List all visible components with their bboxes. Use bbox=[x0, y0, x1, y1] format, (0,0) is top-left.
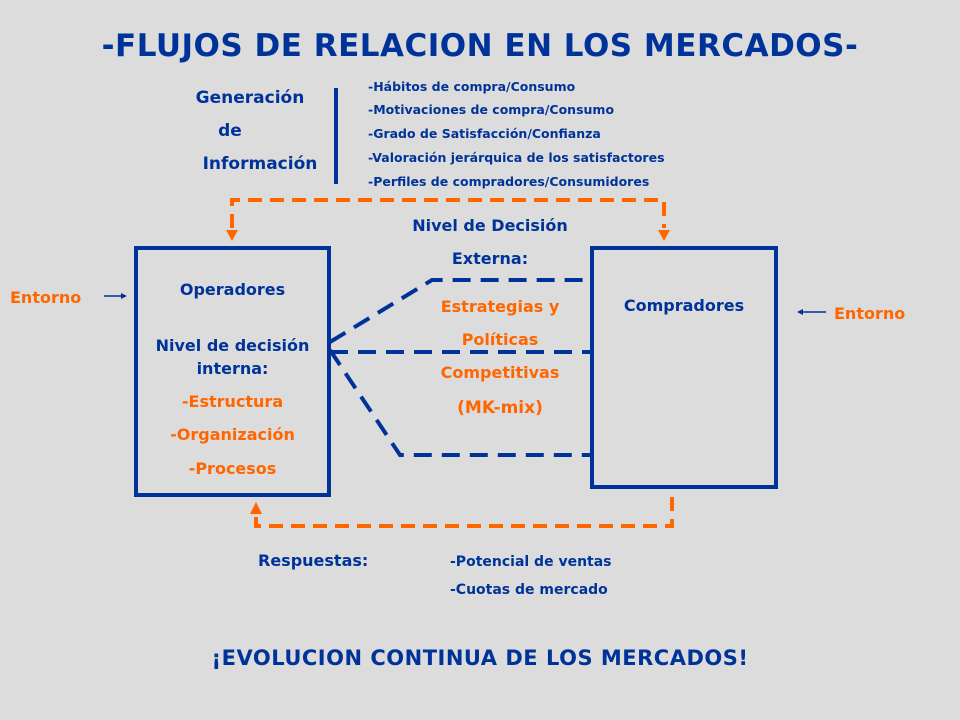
footer-slogan: ¡EVOLUCION CONTINUA DE LOS MERCADOS! bbox=[211, 646, 749, 670]
operadores-decision-line-1: Nivel de decisión bbox=[155, 336, 310, 355]
bottom-response-loop bbox=[254, 497, 674, 528]
compradores-title: Compradores bbox=[623, 296, 745, 315]
estrategias-line-1: Estrategias y bbox=[440, 297, 560, 316]
info-item-4: -Valoración jerárquica de los satisfacto… bbox=[368, 150, 665, 165]
operadores-box bbox=[134, 246, 331, 497]
info-item-3: -Grado de Satisfacción/Confianza bbox=[368, 126, 601, 141]
respuestas-label: Respuestas: bbox=[258, 551, 369, 570]
entorno-right-label: Entorno bbox=[834, 304, 906, 323]
strategy-line-top bbox=[328, 278, 592, 344]
generacion-line-3: Información bbox=[202, 154, 318, 174]
operadores-decision-line-2: interna: bbox=[196, 359, 269, 378]
estrategias-line-2: Políticas bbox=[461, 330, 539, 349]
decision-externa-line-1: Nivel de Decisión bbox=[412, 216, 568, 235]
respuestas-item-1: -Potencial de ventas bbox=[450, 554, 612, 570]
top-feedback-loop bbox=[230, 198, 666, 228]
operadores-item-estructura: -Estructura bbox=[181, 392, 284, 411]
decision-externa-line-2: Externa: bbox=[451, 249, 529, 268]
info-item-1: -Hábitos de compra/Consumo bbox=[368, 79, 576, 94]
estrategias-line-4: (MK-mix) bbox=[457, 398, 543, 418]
estrategias-line-3: Competitivas bbox=[440, 363, 560, 382]
bottom-up-arrow bbox=[250, 502, 262, 514]
respuestas-item-2: -Cuotas de mercado bbox=[450, 582, 608, 598]
operadores-item-organizacion: -Organización bbox=[170, 425, 295, 444]
generacion-line-2: de bbox=[218, 121, 242, 141]
page-title: -FLUJOS DE RELACION EN LOS MERCADOS- bbox=[101, 28, 859, 64]
strategy-line-bottom bbox=[328, 348, 592, 457]
info-item-5: -Perfiles de compradores/Consumidores bbox=[368, 174, 650, 189]
generacion-line-1: Generación bbox=[195, 88, 305, 108]
info-item-2: -Motivaciones de compra/Consumo bbox=[368, 102, 615, 117]
operadores-title: Operadores bbox=[179, 280, 286, 299]
top-right-down-arrow bbox=[658, 230, 670, 241]
compradores-box bbox=[590, 246, 778, 489]
entorno-left-label: Entorno bbox=[10, 288, 82, 307]
top-left-down-arrow bbox=[226, 230, 238, 241]
operadores-item-procesos: -Procesos bbox=[188, 459, 277, 478]
